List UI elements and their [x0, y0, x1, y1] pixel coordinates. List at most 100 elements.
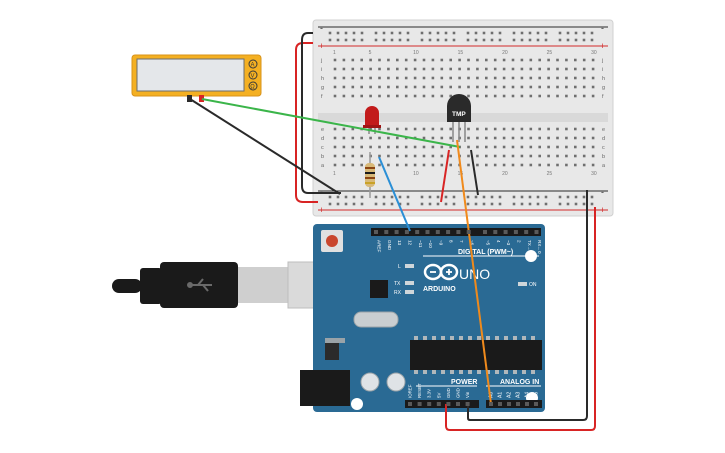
rail-hole[interactable]	[582, 202, 586, 206]
rail-hole[interactable]	[336, 31, 340, 35]
terminal-hole[interactable]	[547, 94, 550, 98]
terminal-hole[interactable]	[333, 154, 337, 158]
terminal-hole[interactable]	[574, 67, 577, 71]
rail-hole[interactable]	[352, 31, 356, 35]
terminal-hole[interactable]	[502, 76, 506, 80]
terminal-hole[interactable]	[333, 127, 337, 131]
terminal-hole[interactable]	[565, 163, 568, 167]
rail-hole[interactable]	[360, 195, 364, 199]
terminal-hole[interactable]	[502, 163, 506, 167]
terminal-hole[interactable]	[591, 67, 595, 71]
terminal-hole[interactable]	[342, 145, 346, 149]
rail-hole[interactable]	[452, 202, 456, 206]
rail-hole[interactable]	[360, 202, 364, 206]
terminal-hole[interactable]	[360, 145, 363, 149]
terminal-hole[interactable]	[476, 67, 479, 71]
terminal-hole[interactable]	[582, 76, 586, 80]
terminal-hole[interactable]	[493, 163, 497, 167]
rail-hole[interactable]	[390, 31, 394, 35]
terminal-hole[interactable]	[440, 58, 444, 62]
power-pin-header[interactable]	[405, 400, 479, 408]
rail-hole[interactable]	[428, 202, 432, 206]
terminal-hole[interactable]	[440, 154, 444, 158]
terminal-hole[interactable]	[565, 127, 568, 131]
rail-hole[interactable]	[406, 195, 410, 199]
terminal-hole[interactable]	[493, 58, 497, 62]
terminal-hole[interactable]	[440, 127, 444, 131]
terminal-hole[interactable]	[404, 85, 408, 89]
terminal-hole[interactable]	[467, 163, 470, 167]
rail-hole[interactable]	[582, 195, 586, 199]
terminal-hole[interactable]	[342, 67, 346, 71]
rail-hole[interactable]	[466, 202, 470, 206]
terminal-hole[interactable]	[333, 67, 337, 71]
terminal-hole[interactable]	[387, 58, 390, 62]
terminal-hole[interactable]	[351, 154, 355, 158]
terminal-hole[interactable]	[431, 136, 435, 140]
rail-hole[interactable]	[558, 31, 562, 35]
terminal-hole[interactable]	[413, 154, 417, 158]
rail-hole[interactable]	[520, 195, 524, 199]
rail-hole[interactable]	[520, 38, 524, 42]
terminal-hole[interactable]	[449, 67, 452, 71]
terminal-hole[interactable]	[547, 136, 550, 140]
terminal-hole[interactable]	[511, 76, 515, 80]
terminal-hole[interactable]	[422, 163, 426, 167]
rail-hole[interactable]	[544, 38, 548, 42]
terminal-hole[interactable]	[520, 136, 524, 140]
terminal-hole[interactable]	[556, 94, 559, 98]
terminal-hole[interactable]	[387, 127, 390, 131]
terminal-hole[interactable]	[591, 154, 595, 158]
terminal-hole[interactable]	[431, 85, 435, 89]
rail-hole[interactable]	[328, 31, 332, 35]
terminal-hole[interactable]	[582, 67, 586, 71]
terminal-hole[interactable]	[360, 85, 363, 89]
terminal-hole[interactable]	[476, 163, 479, 167]
temperature-sensor[interactable]: TMP	[447, 94, 471, 142]
terminal-hole[interactable]	[591, 76, 595, 80]
rail-hole[interactable]	[512, 38, 516, 42]
rail-hole[interactable]	[528, 195, 532, 199]
terminal-hole[interactable]	[458, 76, 461, 80]
rail-hole[interactable]	[328, 38, 332, 42]
terminal-hole[interactable]	[582, 127, 586, 131]
terminal-hole[interactable]	[387, 145, 390, 149]
terminal-hole[interactable]	[520, 67, 524, 71]
terminal-hole[interactable]	[458, 58, 461, 62]
terminal-hole[interactable]	[342, 163, 346, 167]
rail-hole[interactable]	[398, 31, 402, 35]
terminal-hole[interactable]	[547, 145, 550, 149]
terminal-hole[interactable]	[511, 94, 515, 98]
terminal-hole[interactable]	[351, 85, 355, 89]
terminal-hole[interactable]	[378, 94, 381, 98]
terminal-hole[interactable]	[449, 127, 452, 131]
terminal-hole[interactable]	[422, 145, 426, 149]
rail-hole[interactable]	[590, 202, 594, 206]
terminal-hole[interactable]	[556, 76, 559, 80]
terminal-hole[interactable]	[502, 85, 506, 89]
terminal-hole[interactable]	[369, 136, 372, 140]
terminal-hole[interactable]	[413, 76, 417, 80]
terminal-hole[interactable]	[529, 67, 533, 71]
rail-hole[interactable]	[574, 195, 578, 199]
terminal-hole[interactable]	[342, 154, 346, 158]
terminal-hole[interactable]	[467, 85, 470, 89]
terminal-hole[interactable]	[547, 163, 550, 167]
terminal-hole[interactable]	[511, 127, 515, 131]
rail-hole[interactable]	[382, 31, 386, 35]
terminal-hole[interactable]	[520, 76, 524, 80]
terminal-hole[interactable]	[351, 163, 355, 167]
terminal-hole[interactable]	[413, 94, 417, 98]
rail-hole[interactable]	[452, 38, 456, 42]
rail-hole[interactable]	[512, 202, 516, 206]
rail-hole[interactable]	[566, 38, 570, 42]
terminal-hole[interactable]	[565, 154, 568, 158]
terminal-hole[interactable]	[431, 154, 435, 158]
rail-hole[interactable]	[482, 195, 486, 199]
terminal-hole[interactable]	[565, 94, 568, 98]
rail-hole[interactable]	[374, 202, 378, 206]
terminal-hole[interactable]	[529, 136, 533, 140]
terminal-hole[interactable]	[449, 145, 452, 149]
terminal-hole[interactable]	[485, 58, 488, 62]
terminal-hole[interactable]	[396, 76, 399, 80]
